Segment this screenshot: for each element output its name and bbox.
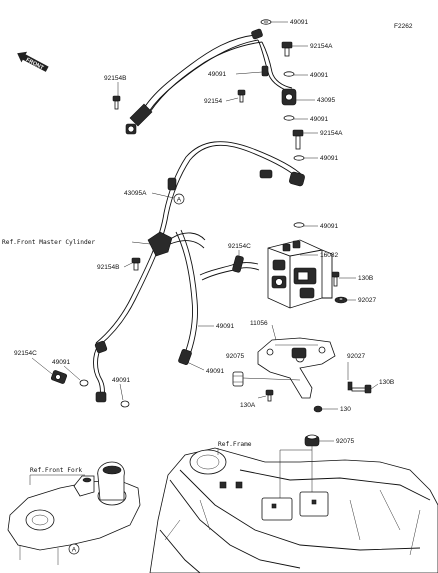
- lower-center-hose: [175, 229, 198, 366]
- callout-92075: 92075: [226, 353, 244, 360]
- nut-130: [313, 405, 323, 413]
- callout-49091: 49091: [52, 359, 70, 366]
- front-arrow-icon: [17, 51, 49, 72]
- callout-49091: 49091: [206, 368, 224, 375]
- washer-49091-right2: [283, 115, 295, 121]
- front-fork-reference-drawing: [7, 461, 141, 565]
- damper-92027-lower: [347, 381, 353, 391]
- bolt-92154b-mid: [131, 257, 141, 271]
- callout-92154c: 92154C: [228, 243, 251, 250]
- ref-front-fork: Ref.Front Fork: [30, 467, 82, 474]
- bolt-130a: [265, 389, 274, 402]
- banjo-bolt-92154b-upper: [112, 95, 121, 110]
- callout-49091: 49091: [216, 323, 234, 330]
- callout-49091: 49091: [320, 223, 338, 230]
- svg-text:A: A: [72, 547, 77, 554]
- bolt-92154a-lower: [292, 129, 304, 150]
- callout-49091: 49091: [290, 19, 308, 26]
- callout-92154a: 92154A: [310, 43, 333, 50]
- hose-fitting-mid: [261, 65, 269, 77]
- svg-text:A: A: [177, 197, 182, 204]
- hose-clamp: [259, 169, 273, 179]
- callout-92075: 92075: [336, 438, 354, 445]
- hose-to-abs-92154c: [199, 255, 260, 281]
- callout-16082: 16082: [320, 252, 338, 259]
- callout-92154c: 92154C: [14, 350, 37, 357]
- abs-bracket-11056: [257, 337, 336, 399]
- callout-92154b: 92154B: [104, 75, 126, 82]
- callout-92154: 92154: [204, 98, 222, 105]
- lower-hose-fitting: [178, 348, 192, 366]
- callout-92154b: 92154B: [97, 264, 119, 271]
- callout-49091: 49091: [320, 155, 338, 162]
- damper-92027-upper: [334, 296, 348, 304]
- callout-49091: 49091: [310, 116, 328, 123]
- callout-49091: 49091: [310, 72, 328, 79]
- ref-front-master-cylinder: Ref.Front Master Cylinder: [2, 239, 95, 246]
- front-direction-badge: FRONT: [17, 51, 49, 72]
- parts-drawing: A: [7, 19, 438, 573]
- ref-frame: Ref.Frame: [218, 441, 252, 448]
- left-hose-fitting: [125, 103, 153, 135]
- grommet-92075-lower: [304, 434, 320, 447]
- grommet-92075-upper: [232, 371, 244, 387]
- callout-130: 130: [340, 406, 351, 413]
- callout-49091: 49091: [112, 377, 130, 384]
- washer-49091-right1: [283, 71, 295, 77]
- diagram-code: F2262: [394, 23, 413, 30]
- banjo-fitting-43095: [281, 88, 297, 106]
- callout-130a: 130A: [240, 402, 256, 409]
- callout-43095: 43095: [317, 97, 335, 104]
- hose-fitting-top: [251, 28, 263, 40]
- washer-49091-right4: [293, 222, 305, 228]
- circle-ref-a-upper: A: [173, 193, 185, 205]
- bolt-130b-upper: [331, 271, 340, 287]
- hose-grommet: [167, 177, 177, 191]
- bolt-130b-lower: [351, 384, 372, 394]
- callout-130b: 130B: [358, 275, 373, 282]
- left-lower-hose-assembly: [50, 340, 130, 408]
- upper-brake-hoses: [139, 28, 293, 119]
- bolt-92154a-top: [281, 41, 293, 57]
- callout-130b: 130B: [379, 379, 394, 386]
- fitting-92154c-center: [232, 255, 244, 273]
- callout-43095a: 43095A: [124, 190, 147, 197]
- callout-labels: 49091 92154A 49091 49091 92154B 92154 43…: [2, 19, 394, 474]
- circle-ref-a-lower: A: [68, 543, 80, 555]
- callout-49091: 49091: [208, 71, 226, 78]
- leader-lines: [29, 21, 379, 498]
- abs-hydraulic-unit: [267, 239, 333, 309]
- master-cylinder-joint: [147, 231, 206, 257]
- frame-reference-drawing: [149, 447, 438, 573]
- banjo-bolt-92154: [237, 89, 246, 103]
- callout-92027: 92027: [358, 297, 376, 304]
- brake-hose-43095a: [95, 141, 305, 346]
- top-washer-49091: [260, 19, 272, 25]
- callout-92027: 92027: [347, 353, 365, 360]
- washer-49091-right3: [293, 155, 305, 161]
- hose-fitting-abs-side: [289, 171, 305, 187]
- callout-11056: 11056: [250, 320, 268, 327]
- callout-92154a: 92154A: [320, 130, 343, 137]
